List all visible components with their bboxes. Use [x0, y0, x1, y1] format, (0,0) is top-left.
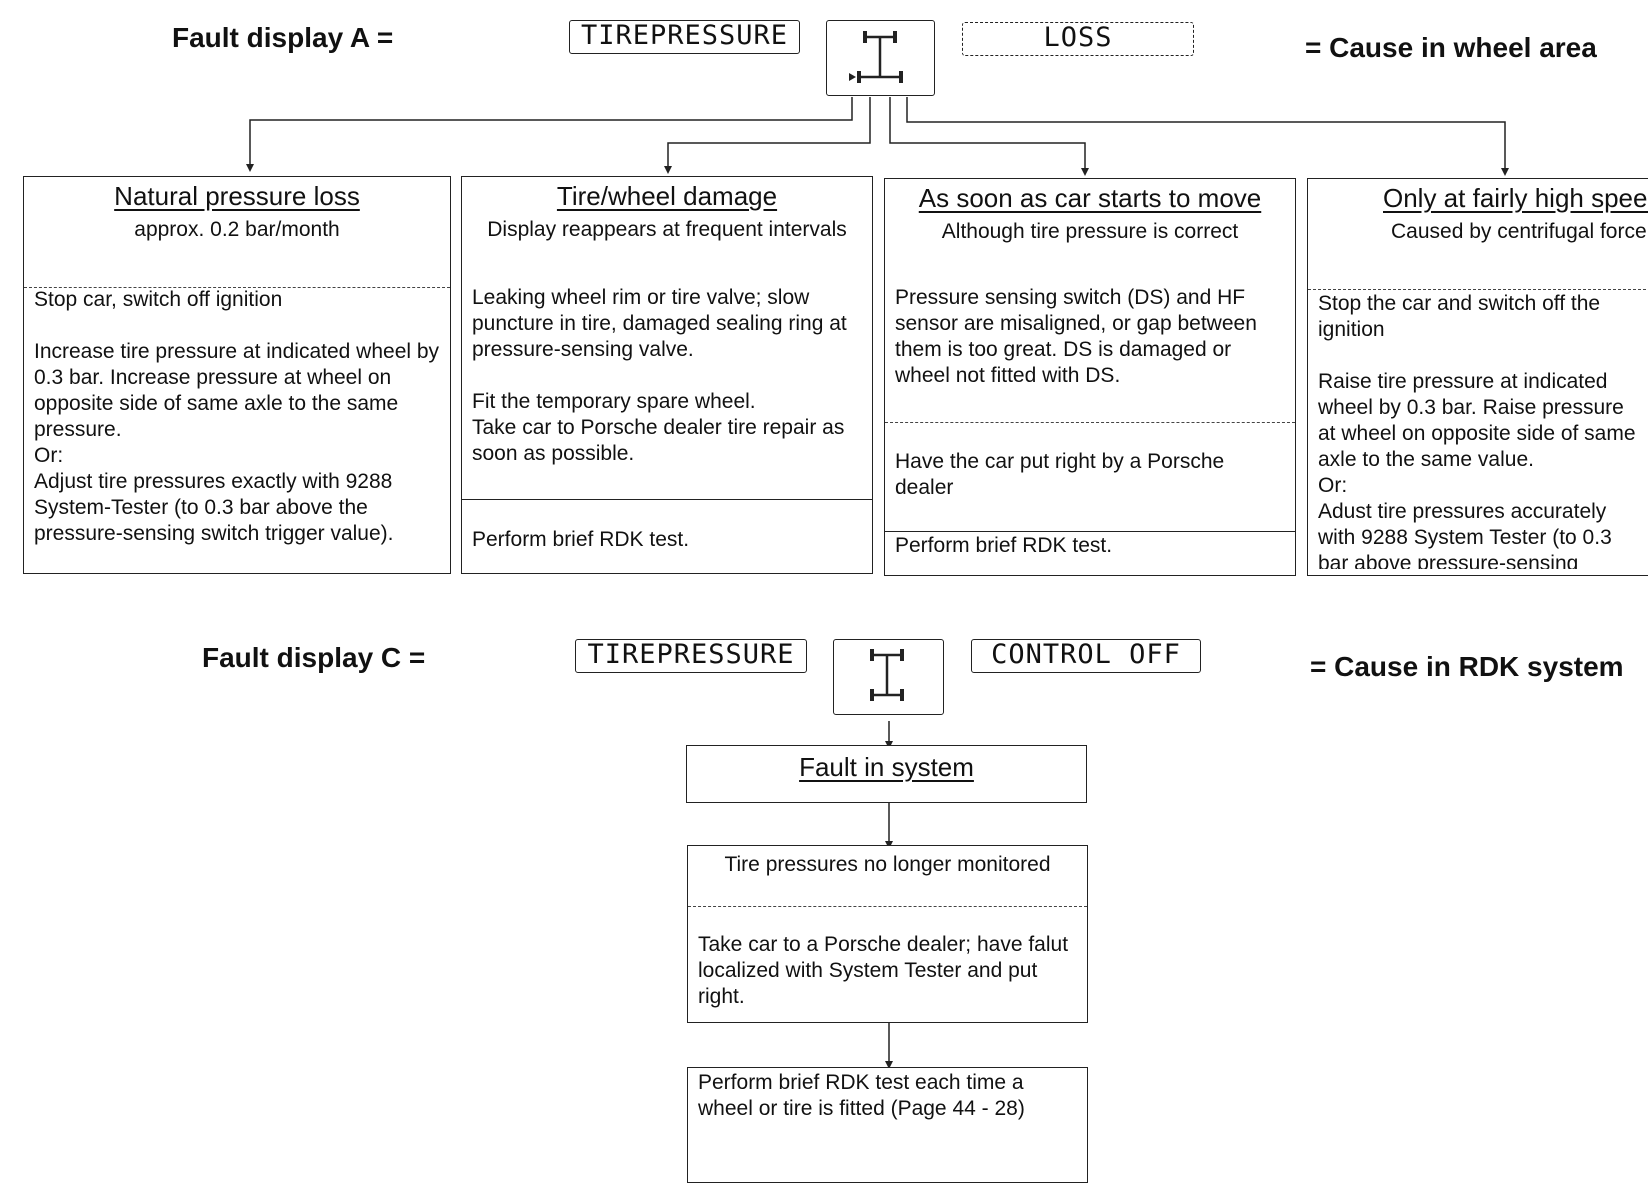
box-car-starts-to-move: As soon as car starts to move Although t… — [884, 178, 1296, 576]
box-test: Perform brief RDK test. — [895, 534, 1113, 557]
box-body: Stop the car and switch off the ignition… — [1318, 292, 1636, 569]
fault-display-c-label: Fault display C = — [202, 642, 426, 673]
box-subtitle: Caused by centrifugal force — [1391, 220, 1647, 243]
cause-wheel-area: = Cause in wheel area — [1305, 32, 1597, 63]
box-action: Perform brief RDK test. — [472, 528, 690, 551]
axle-icon-box-c — [833, 639, 944, 715]
box-body: Take car to a Porsche dealer; have falut… — [698, 933, 1069, 1008]
box-body: Pressure sensing switch (DS) and HF sens… — [895, 286, 1257, 387]
divider — [885, 422, 1295, 423]
axle-icon-box-a — [826, 20, 935, 96]
box-body: Perform brief RDK test each time a wheel… — [698, 1071, 1025, 1120]
box-body: Stop car, switch off ignition Increase t… — [34, 288, 440, 545]
box-title: Natural pressure loss — [114, 181, 360, 211]
box-title: Tire/wheel damage — [556, 181, 778, 211]
box-subtitle: Although tire pressure is correct — [941, 220, 1239, 243]
axle-diagram-icon — [849, 31, 903, 83]
divider — [885, 531, 1295, 532]
lcd-tirepressure-c: TIREPRESSURE — [575, 639, 807, 673]
box-action: Have the car put right by a Porsche deal… — [895, 450, 1225, 499]
cause-rdk-system: = Cause in RDK system — [1310, 651, 1624, 682]
box-body: Leaking wheel rim or tire valve; slow pu… — [472, 286, 847, 465]
box-subtitle: Tire pressures no longer monitored — [724, 853, 1051, 876]
axle-diagram-icon — [870, 649, 904, 701]
box-natural-pressure-loss: Natural pressure loss approx. 0.2 bar/mo… — [23, 176, 451, 574]
box-title: Fault in system — [799, 752, 974, 782]
box-title: As soon as car starts to move — [918, 183, 1262, 213]
box-rdk-test: Perform brief RDK test each time a wheel… — [687, 1067, 1088, 1183]
box-not-monitored: Tire pressures no longer monitored Take … — [687, 845, 1088, 1023]
box-tire-wheel-damage: Tire/wheel damage Display reappears at f… — [461, 176, 873, 574]
lcd-loss: LOSS — [962, 22, 1194, 56]
lcd-tirepressure-a: TIREPRESSURE — [569, 20, 800, 54]
divider — [1308, 289, 1648, 290]
fault-display-a-label: Fault display A = — [172, 22, 394, 53]
box-high-speeds: Only at fairly high speeds Caused by cen… — [1307, 178, 1648, 576]
lcd-control-off: CONTROL OFF — [971, 639, 1201, 673]
box-subtitle: approx. 0.2 bar/month — [134, 218, 340, 241]
divider — [24, 287, 450, 288]
divider — [462, 499, 872, 500]
box-title: Only at fairly high speeds — [1383, 183, 1648, 213]
box-subtitle: Display reappears at frequent intervals — [487, 218, 847, 241]
divider — [688, 906, 1087, 907]
box-fault-in-system: Fault in system — [686, 745, 1087, 803]
